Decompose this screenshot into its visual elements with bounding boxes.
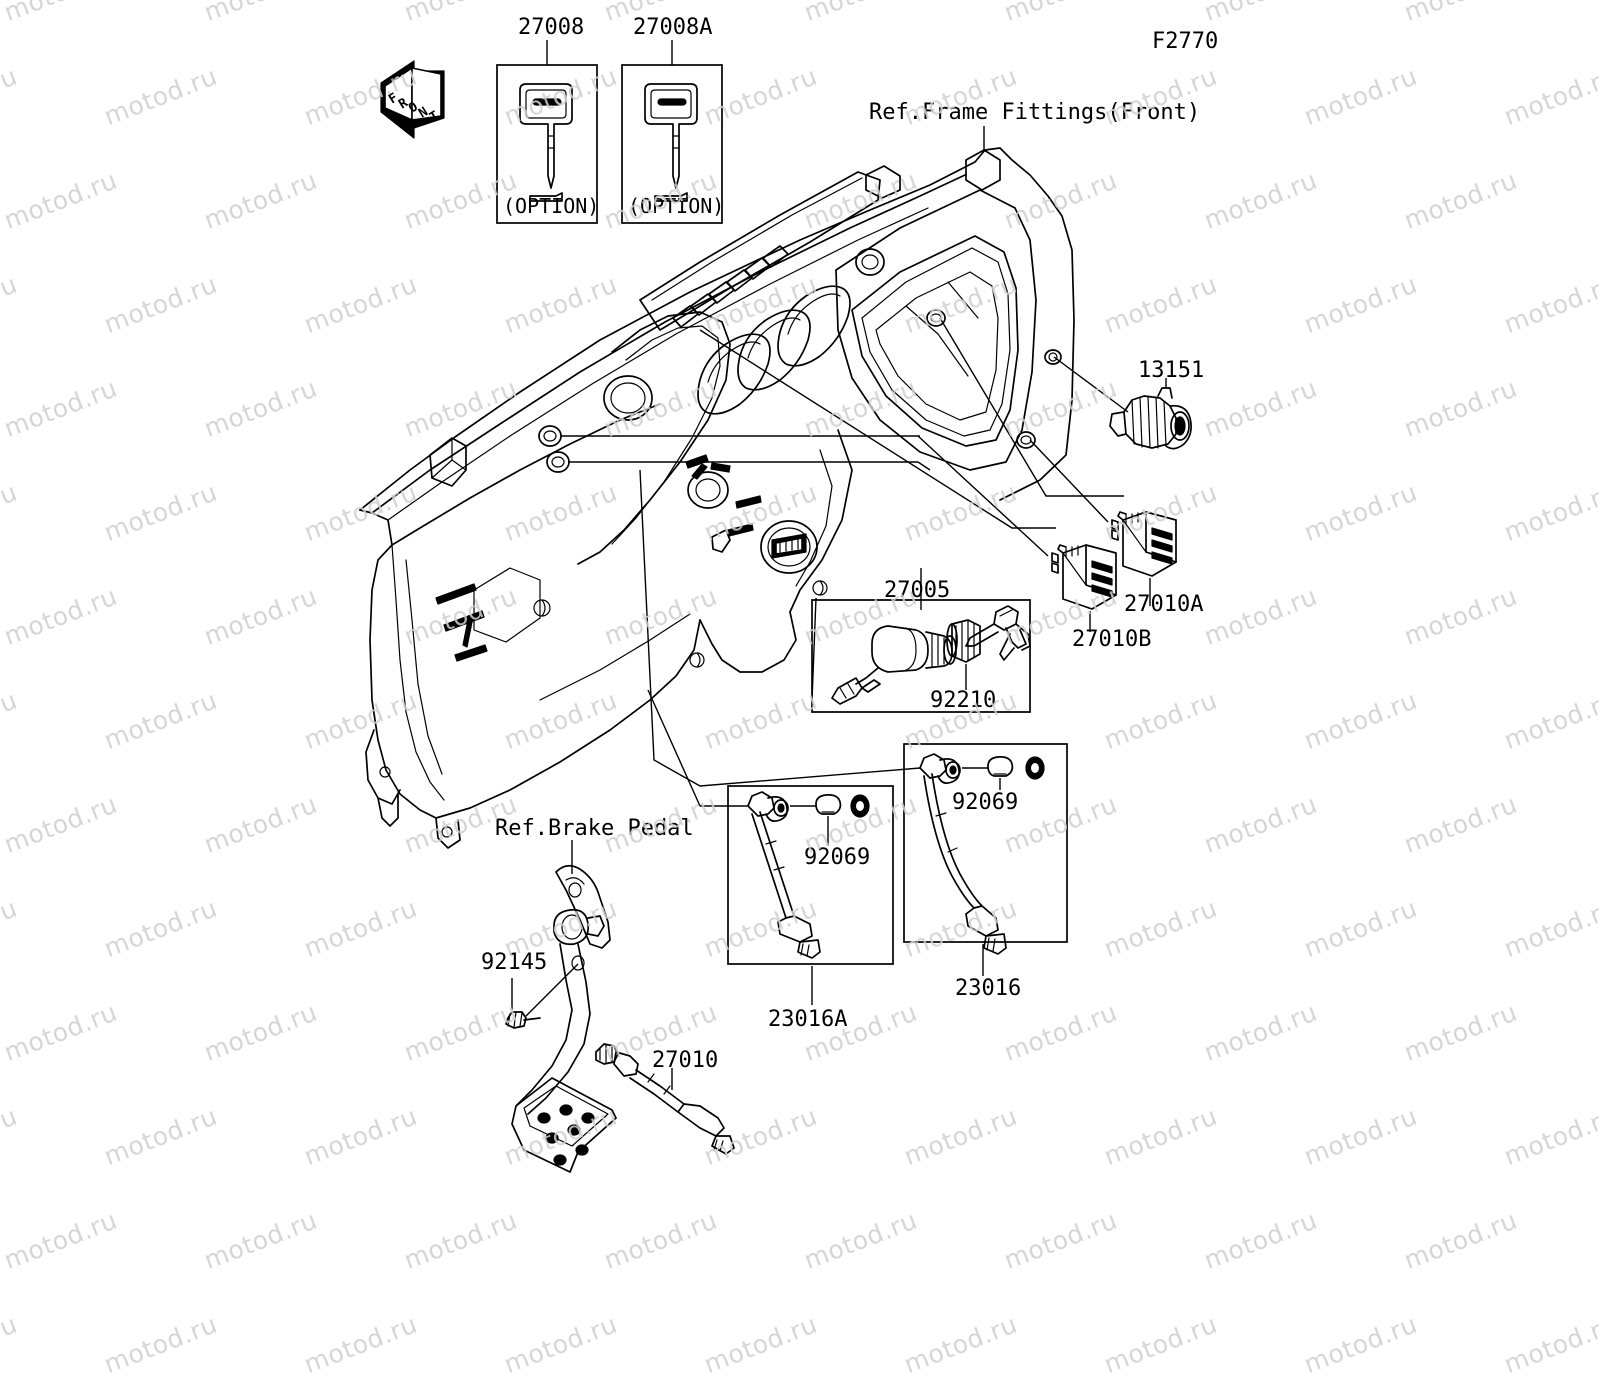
part-92210-nut (946, 619, 981, 690)
cluster-screw-boss-4 (1016, 431, 1036, 449)
label-23016: 23016 (955, 976, 1022, 1001)
option-note-27008A: (OPTION) (628, 194, 725, 218)
label-27010B: 27010B (1072, 627, 1152, 652)
watermark-text: motod.ru (600, 1205, 722, 1276)
grommet-ring-b (1025, 756, 1045, 780)
watermark-text: motod.ru (400, 1205, 522, 1276)
dash-round-opening (603, 375, 653, 421)
instrument-cluster-housing (835, 149, 1062, 471)
label-92210: 92210 (930, 688, 997, 713)
box-27005 (811, 568, 1031, 713)
dashboard-panel-assembly (359, 147, 1075, 849)
watermark-text: motod.ru (200, 1205, 322, 1276)
box-23016 (699, 743, 1068, 976)
label-27010A: 27010A (1124, 592, 1204, 617)
front-arrow-icon: F R O N T (380, 60, 445, 139)
sheet-code: F2770 (1152, 29, 1219, 54)
rotary-knob (685, 454, 731, 509)
part-92069-bulb-b (987, 756, 1014, 790)
ref-brake-pedal-label: Ref.Brake Pedal (495, 816, 694, 841)
ignition-keys (965, 605, 1031, 661)
ref-frame-fittings-label: Ref.Frame Fittings(Front) (869, 100, 1201, 125)
watermark-text: motod.ru (1400, 1205, 1522, 1276)
pedal-pad-studs (537, 1104, 595, 1166)
part-27010-brake-switch (595, 1043, 735, 1155)
grommet-ring-a (850, 794, 870, 818)
label-13151: 13151 (1138, 358, 1205, 383)
watermark-text: motod.ru (700, 1309, 822, 1379)
part-13151-socket (1109, 378, 1192, 450)
watermark-text: motod.ru (1300, 1309, 1422, 1379)
part-27010B-switch (1051, 544, 1117, 632)
watermark-text: motod.ru (100, 1309, 222, 1379)
watermark-text: motod.ru (300, 1309, 422, 1379)
watermark-text: motod.ru (500, 1309, 622, 1379)
label-27008: 27008 (518, 15, 585, 40)
part-27010A-switch (1111, 511, 1177, 606)
watermark-text: motod.ru (1200, 1205, 1322, 1276)
watermark-text: motod.ru (1100, 1309, 1222, 1379)
cluster-screw-boss-2 (926, 309, 946, 327)
part-92069-bulb-a (815, 794, 842, 846)
box-23016A (700, 785, 894, 1005)
watermark-text: motod.ru (800, 1205, 922, 1276)
brake-pedal-assembly (505, 840, 735, 1173)
dash-vent-slots (697, 285, 851, 415)
option-box-27008 (496, 40, 598, 224)
dash-louvers (672, 245, 789, 328)
label-92069-b: 92069 (952, 790, 1019, 815)
watermark-text: motod.ru (0, 1309, 22, 1379)
option-box-27008A (621, 40, 723, 224)
option-note-27008: (OPTION) (503, 194, 600, 218)
label-27005: 27005 (884, 578, 951, 603)
switch-holes-left (538, 425, 570, 473)
watermark-text: motod.ru (0, 1205, 122, 1276)
label-27010: 27010 (652, 1048, 719, 1073)
watermark-text: motod.ru (1000, 1205, 1122, 1276)
label-23016A: 23016A (768, 1007, 848, 1032)
watermark-text: motod.ru (1500, 1309, 1600, 1379)
part-92145-spring (505, 963, 579, 1029)
label-27008A: 27008A (633, 15, 713, 40)
watermark-text: motod.ru (900, 1309, 1022, 1379)
label-92069-a: 92069 (804, 845, 871, 870)
cluster-screw-boss-3 (1044, 349, 1062, 365)
cluster-screw-boss-1 (855, 248, 885, 276)
diagram-artwork: .ln{fill:none;stroke:#000;stroke-width:1… (359, 40, 1192, 1173)
label-92145: 92145 (481, 950, 548, 975)
